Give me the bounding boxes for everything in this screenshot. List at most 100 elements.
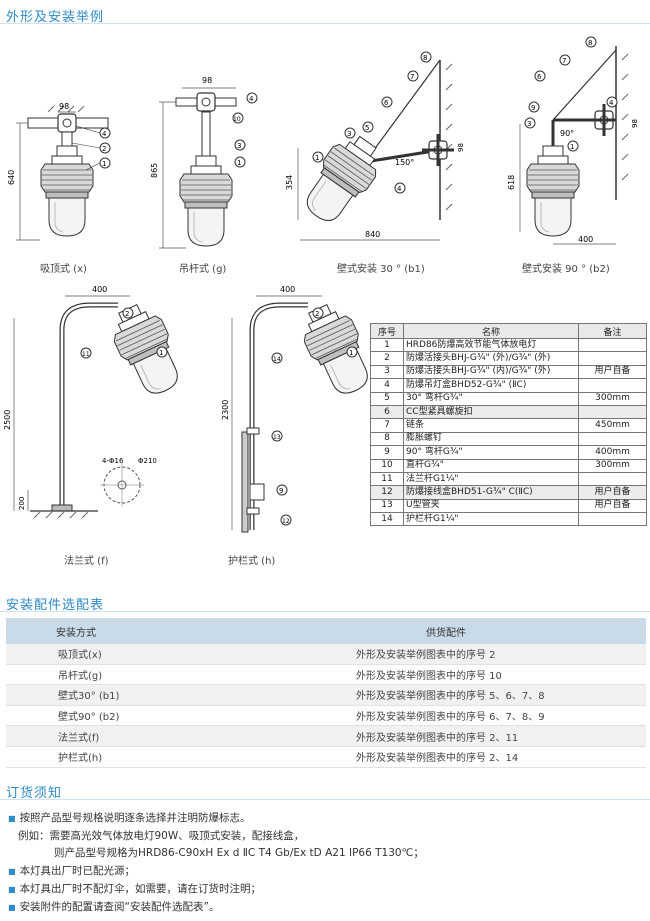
mount-header-mode: 安装方式 [6,618,224,644]
mounting-accessories-table: 安装方式 供货配件 吸顶式(x)外形及安装举例图表中的序号 2 吊杆式(g)外形… [6,618,646,768]
svg-text:1: 1 [349,349,353,357]
note-item: ■本灯具出厂时不配灯伞，如需要，请在订货时注明； [8,882,262,895]
svg-text:4: 4 [102,130,107,138]
svg-text:7: 7 [562,57,566,65]
svg-text:618: 618 [507,175,516,190]
svg-text:2500: 2500 [3,410,12,430]
bullet-icon: ■ [8,884,16,894]
svg-text:4: 4 [397,185,402,193]
note-item: 则产品型号规格为HRD86-C90xH Ex d ⅡC T4 Gb/Ex tD … [54,847,424,860]
section-title-ordering: 订货须知 [6,786,63,801]
table-row: 吸顶式(x)外形及安装举例图表中的序号 2 [6,644,646,665]
mount-header-parts: 供货配件 [224,618,646,644]
note-item: ■本灯具出厂时已配光源； [8,865,136,878]
svg-text:1: 1 [102,160,106,168]
svg-text:2: 2 [315,310,319,318]
table-row: 护栏式(h)外形及安装举例图表中的序号 2、14 [6,746,646,768]
table-row: 壁式30° (b1)外形及安装举例图表中的序号 5、6、7、8 [6,684,646,706]
note-item: 例如：需要高光效气体放电灯90W、吸顶式安装，配接线盒， [18,829,305,842]
svg-text:98: 98 [59,102,69,111]
svg-text:400: 400 [280,285,295,294]
svg-text:1: 1 [159,349,163,357]
caption-guardrail: 护栏式 (h) [228,556,276,567]
svg-text:354: 354 [285,175,294,190]
svg-text:400: 400 [578,235,593,244]
guardrail-mount-diagram: 400 2300 2 14 1 13 9 12 [221,285,380,533]
caption-flange: 法兰式 (f) [64,556,109,567]
svg-text:10: 10 [233,116,241,123]
svg-text:8: 8 [588,39,592,47]
svg-text:6: 6 [537,73,542,81]
svg-text:14: 14 [273,356,281,363]
svg-text:3: 3 [237,142,241,150]
svg-text:98: 98 [631,119,639,128]
parts-header-name: 名称 [403,323,579,339]
table-row: 吊杆式(g)外形及安装举例图表中的序号 10 [6,664,646,686]
svg-text:4-Φ16: 4-Φ16 [102,457,124,465]
svg-text:2300: 2300 [221,400,230,420]
svg-text:1: 1 [315,154,319,162]
svg-text:865: 865 [150,163,159,178]
caption-wall-90: 壁式安装 90 ° (b2) [522,264,610,275]
note-item: ■按照产品型号规格说明逐条选择并注明防爆标志。 [8,812,251,824]
wall-30-mount-diagram: 354 840 150° 98 8 7 6 5 3 1 4 [285,51,465,241]
svg-text:1: 1 [570,143,574,151]
svg-text:6: 6 [384,99,389,107]
table-row: 法兰式(f)外形及安装举例图表中的序号 2、11 [6,725,646,747]
caption-ceiling: 吸顶式 (x) [40,264,87,275]
installation-diagrams: 640 98 4 2 1 98 865 4 10 3 1 [3,36,639,533]
note-item: ■安装附件的配置请查阅“安装配件选配表”。 [8,900,220,913]
svg-text:400: 400 [92,285,107,294]
caption-pendant: 吊杆式 (g) [179,264,227,275]
svg-text:5: 5 [365,124,369,132]
svg-text:13: 13 [273,434,281,441]
bullet-icon: ■ [8,814,16,823]
caption-wall-30: 壁式安装 30 ° (b1) [337,264,425,275]
divider [0,23,650,24]
ordering-notes: ■按照产品型号规格说明逐条选择并注明防爆标志。 例如：需要高光效气体放电灯90W… [8,810,424,916]
bullet-icon: ■ [8,867,16,877]
divider [0,611,650,612]
svg-text:4: 4 [249,95,254,103]
svg-text:Φ210: Φ210 [138,457,157,465]
svg-text:8: 8 [423,54,427,62]
flange-mount-diagram: 400 2500 200 4-Φ16 Φ210 2 11 1 [3,285,190,519]
svg-text:7: 7 [410,73,414,81]
pendant-mount-diagram: 98 865 4 10 3 1 [150,76,258,249]
parts-header-remark: 备注 [578,323,647,339]
section-title-dimensions: 外形及安装举例 [6,10,105,25]
wall-90-mount-diagram: 618 400 90° 98 8 7 6 9 3 1 4 [507,36,639,245]
svg-text:640: 640 [7,170,16,185]
svg-text:2: 2 [125,310,129,318]
svg-text:3: 3 [347,130,351,138]
svg-text:11: 11 [82,351,90,358]
svg-text:98: 98 [457,143,465,152]
svg-text:12: 12 [282,518,290,525]
svg-text:98: 98 [202,76,212,85]
svg-text:3: 3 [527,120,531,128]
svg-text:1: 1 [237,159,241,167]
svg-text:150°: 150° [395,158,414,167]
svg-text:4: 4 [609,99,614,107]
bullet-icon: ■ [8,902,16,912]
svg-text:9: 9 [531,104,535,112]
svg-text:9: 9 [279,487,283,495]
ceiling-mount-diagram: 640 98 4 2 1 [7,102,111,241]
svg-text:90°: 90° [560,129,574,138]
table-row: 壁式90° (b2)外形及安装举例图表中的序号 6、7、8、9 [6,705,646,727]
parts-header-no: 序号 [370,323,404,339]
